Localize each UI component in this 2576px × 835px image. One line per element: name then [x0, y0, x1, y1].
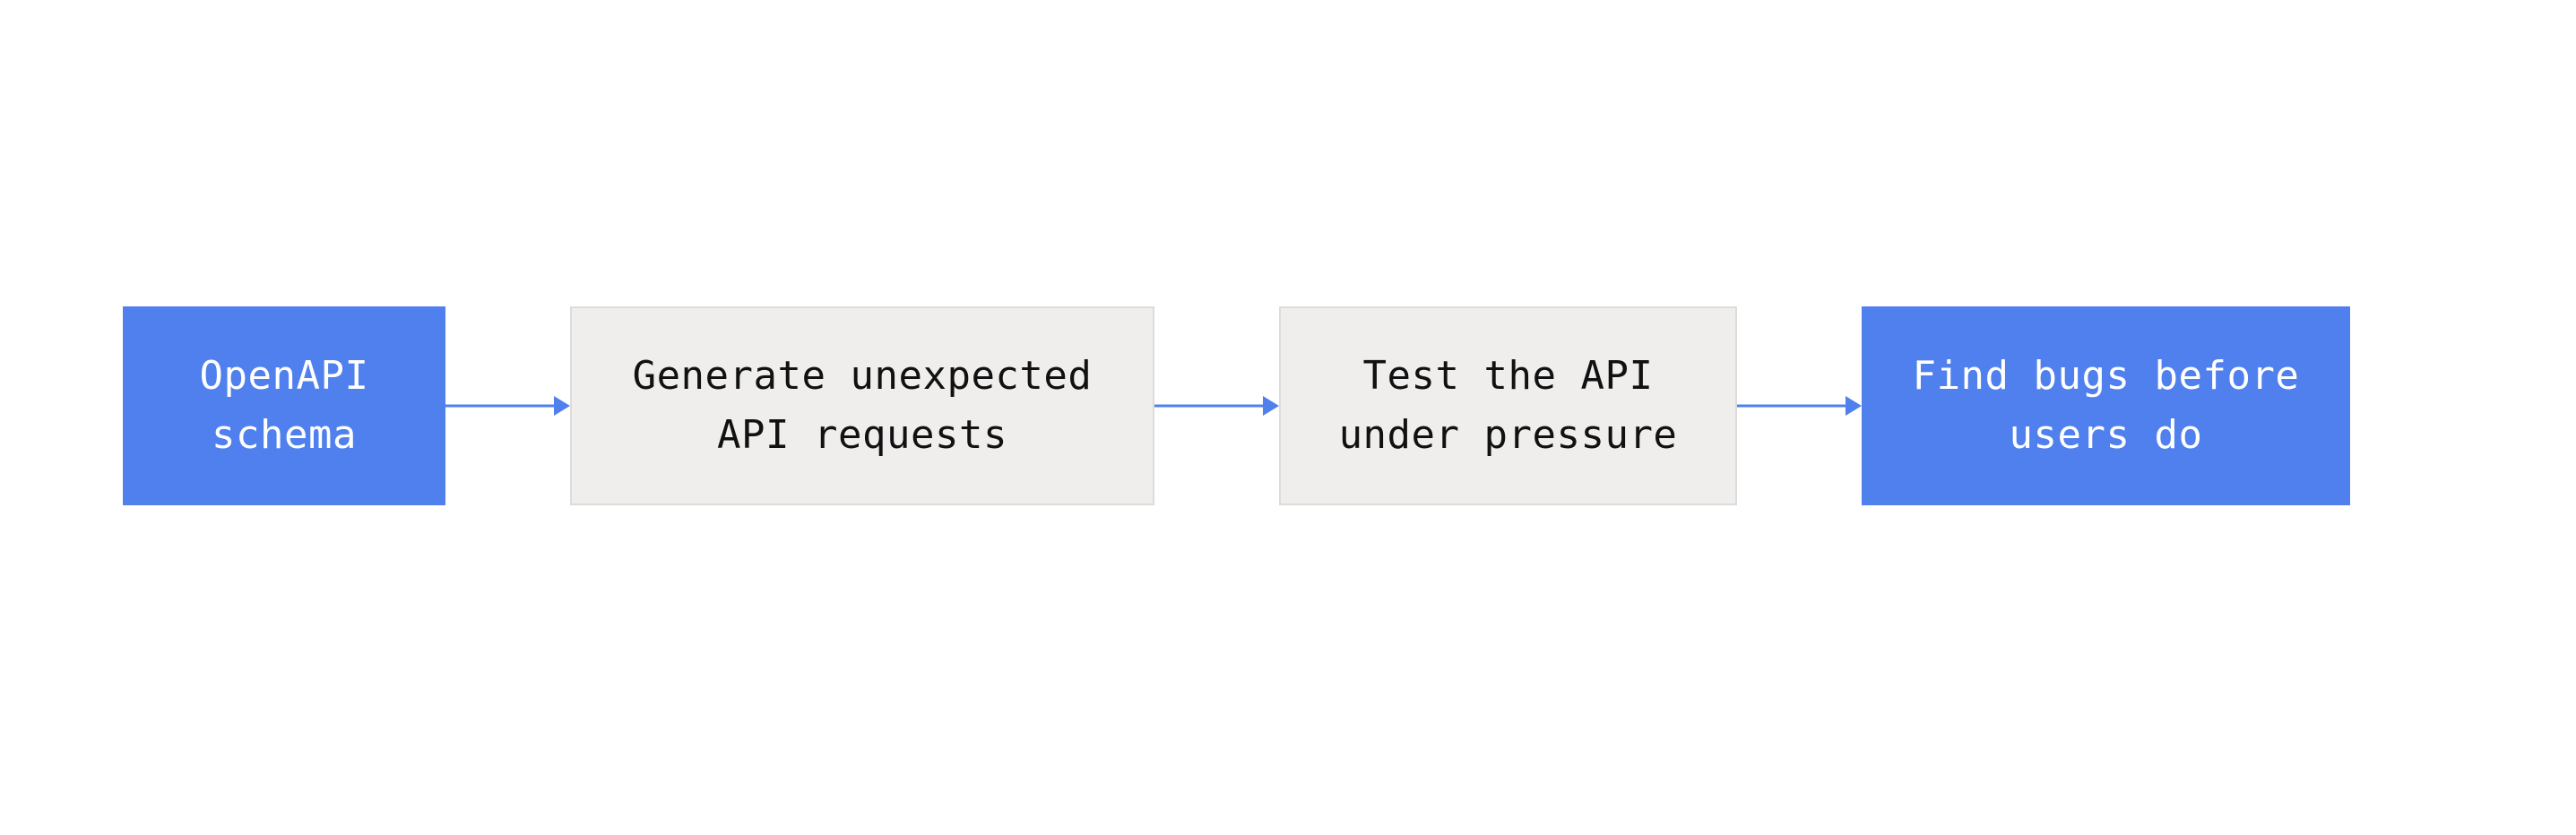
node-label-line: schema — [212, 412, 357, 458]
arrow-test-to-bugs — [1737, 396, 1862, 416]
node-label-line: OpenAPI — [199, 353, 369, 399]
node-generate-requests: Generate unexpected API requests — [570, 306, 1154, 505]
node-label-line: API requests — [717, 412, 1007, 458]
node-openapi-schema: OpenAPI schema — [123, 306, 445, 505]
arrow-schema-to-generate — [445, 396, 570, 416]
node-label-line: Test the API — [1362, 353, 1654, 399]
node-label-line: under pressure — [1338, 412, 1678, 458]
node-label-line: users do — [2009, 412, 2203, 458]
node-find-bugs: Find bugs before users do — [1862, 306, 2350, 505]
node-label-line: Find bugs before — [1912, 353, 2300, 399]
node-label-line: Generate unexpected — [632, 353, 1093, 399]
node-test-api: Test the API under pressure — [1279, 306, 1737, 505]
arrow-generate-to-test — [1154, 396, 1279, 416]
